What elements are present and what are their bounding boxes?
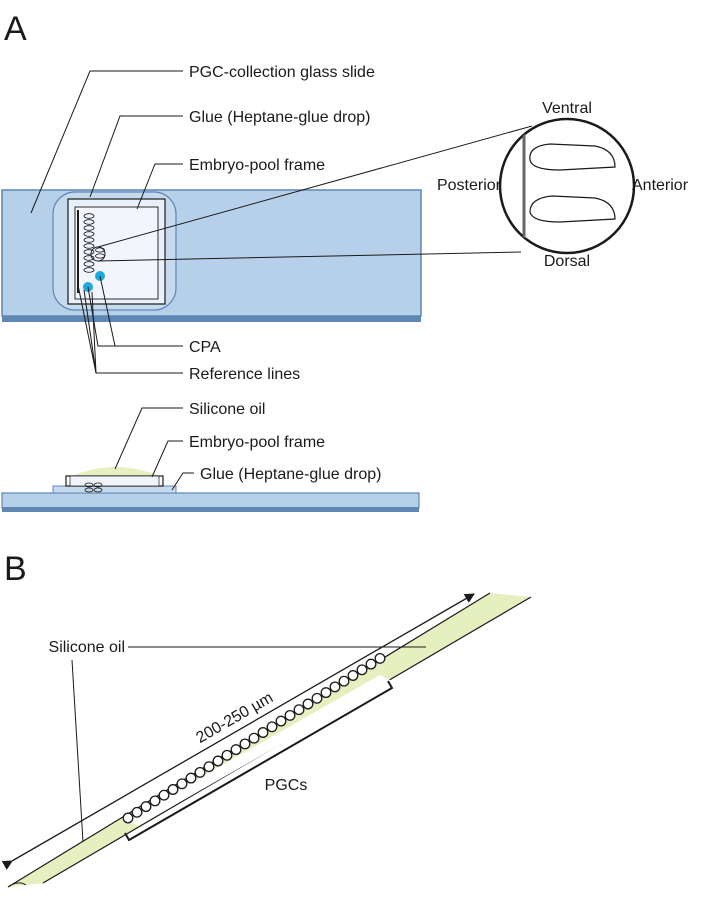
inset-embryo-ventral <box>529 143 616 171</box>
side-view <box>1 467 420 512</box>
pgcs-bracket <box>124 680 394 842</box>
side-glue-label: Glue (Heptane-glue drop) <box>200 466 381 483</box>
side-glue-layer <box>52 485 177 494</box>
capillary <box>7 592 532 888</box>
frame-label: Embryo-pool frame <box>189 157 325 174</box>
side-embryos <box>84 482 103 493</box>
silicone-oil-dome <box>72 467 160 476</box>
cpa-label: CPA <box>189 339 221 356</box>
oil-leaders-b <box>71 646 426 843</box>
inset-posterior-label: Posterior <box>437 177 502 194</box>
inset-anterior-label: Anterior <box>632 177 689 194</box>
panel-a-letter: A <box>4 10 27 48</box>
length-arrow <box>1 593 475 870</box>
side-glass-slide <box>1 492 420 509</box>
glue-label: Glue (Heptane-glue drop) <box>189 109 370 126</box>
embryo-column <box>83 213 105 273</box>
zoom-line <box>97 251 522 262</box>
panel-b-letter: B <box>4 550 27 588</box>
pgcs-label: PGCs <box>265 777 308 794</box>
pgc-beads <box>122 652 386 824</box>
zoom-line <box>97 125 533 248</box>
side-oil-label: Silicone oil <box>189 401 265 418</box>
inset-embryo-dorsal <box>529 195 616 223</box>
slide-label: PGC-collection glass slide <box>189 64 375 81</box>
embryo-pool-frame-top <box>67 198 166 305</box>
magnified-inset <box>498 117 636 255</box>
inset-dorsal-label: Dorsal <box>544 253 590 270</box>
side-frame-label: Embryo-pool frame <box>189 434 325 451</box>
inset-ventral-label: Ventral <box>542 100 592 117</box>
leader-lines-side <box>114 407 194 491</box>
reference-lines-label: Reference lines <box>189 366 300 383</box>
b-silicone-oil-label: Silicone oil <box>49 639 125 656</box>
leader-lines-top <box>30 70 183 374</box>
